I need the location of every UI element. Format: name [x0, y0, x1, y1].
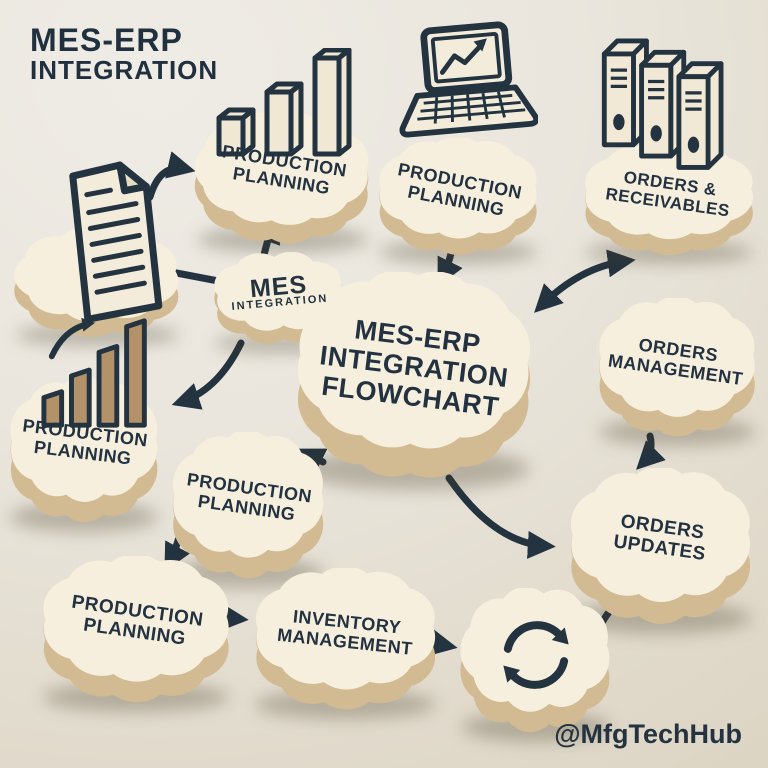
document-icon — [40, 148, 190, 338]
node-production-planning-mid: PRODUCTION PLANNING — [162, 432, 334, 582]
node-orders-management: ORDERS MANAGEMENT — [588, 298, 766, 440]
edge-mes-to-left-planning — [171, 339, 245, 410]
attribution-handle: @MfgTechHub — [554, 719, 742, 749]
node-production-planning-left: PRODUCTION PLANNING — [0, 317, 168, 526]
bar-chart-icon — [213, 47, 363, 160]
binders-icon — [598, 28, 763, 178]
node-sync — [452, 588, 620, 736]
title-line2: INTEGRATION — [30, 54, 219, 85]
sync-icon — [486, 603, 586, 703]
node-production-planning-top: PRODUCTION PLANNING — [185, 47, 380, 247]
title-line1: MES-ERP — [30, 22, 183, 58]
growth-bars-icon — [38, 316, 166, 431]
node-inventory-management: INVENTORY MANAGEMENT — [243, 568, 448, 713]
node-document — [5, 161, 190, 340]
edge-document-to-top-planning — [146, 151, 196, 201]
node-orders-receivables: ORDERS & RECEIVABLES — [573, 38, 765, 258]
edge-central-to-updates — [445, 474, 556, 559]
laptop-icon — [393, 20, 539, 145]
node-orders-updates: ORDERS UPDATES — [558, 468, 763, 628]
edge-receivables-central-double — [534, 249, 636, 313]
page-title: MES-ERP INTEGRATION — [30, 24, 218, 83]
node-production-planning-bottom: PRODUCTION PLANNING — [30, 556, 242, 706]
node-production-planning-laptop: PRODUCTION PLANNING — [368, 21, 548, 258]
node-central-flowchart: MES-ERP INTEGRATION FLOWCHART — [283, 272, 545, 484]
